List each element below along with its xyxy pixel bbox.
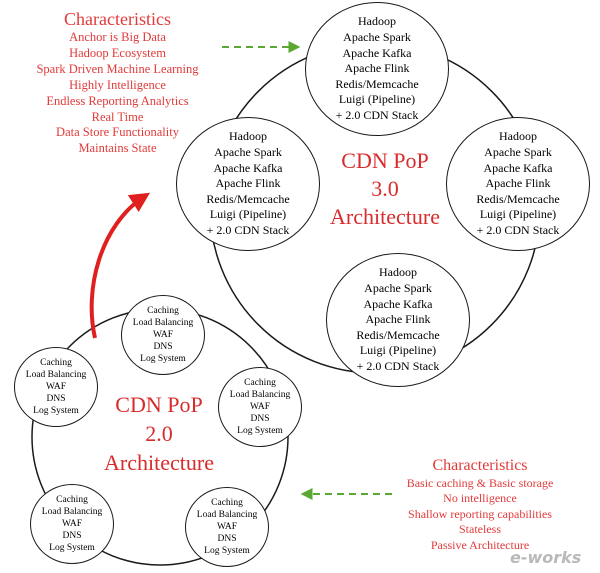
node-3-0-line-6: Luigi (Pipeline) — [479, 207, 557, 222]
node-3-0-line-2: Apache Spark — [484, 145, 552, 160]
node-3-0-line-3: Apache Kafka — [483, 160, 553, 175]
node-3-0-line-4: Apache Flink — [365, 312, 431, 327]
title-3-0-line-3: Architecture — [330, 204, 440, 229]
characteristics-3-0-item-2: Hadoop Ecosystem — [69, 45, 166, 60]
node-3-0-line-7: + 2.0 CDN Stack — [206, 222, 290, 237]
characteristics-3-0-item-6: Real Time — [91, 109, 144, 124]
node-3-0-line-4: Apache Flink — [485, 176, 551, 191]
characteristics-2-0-item-2: No intelligence — [443, 491, 517, 506]
node-2-0-line-4: DNS — [153, 342, 173, 352]
node-2-0-line-5: Log System — [140, 354, 186, 364]
node-2-0-line-4: DNS — [46, 394, 66, 404]
node-2-0-line-5: Log System — [49, 543, 95, 553]
node-3-0-line-3: Apache Kafka — [363, 296, 433, 311]
node-2-0-line-2: Load Balancing — [132, 318, 194, 328]
node-2-0-line-3: WAF — [249, 402, 271, 412]
node-3-0-line-4: Apache Flink — [215, 176, 281, 191]
characteristics-3-0-item-3: Spark Driven Machine Learning — [36, 61, 199, 76]
evolution-arrow — [89, 192, 151, 339]
characteristics-2-0-item-3: Shallow reporting capabilities — [408, 506, 552, 521]
node-2-0-line-5: Log System — [237, 426, 283, 436]
characteristics-3-0-item-8: Maintains State — [78, 141, 157, 156]
node-3-0-line-2: Apache Spark — [343, 30, 411, 45]
title-2-0-line-1: CDN PoP — [115, 392, 203, 417]
node-2-0-line-3: WAF — [61, 519, 83, 529]
characteristics-2-0-item-4: Stateless — [459, 522, 501, 537]
node-2-0-line-2: Load Balancing — [196, 510, 258, 520]
node-3-0-line-1: Hadoop — [358, 14, 396, 29]
characteristics-2-0-title: Characteristics — [432, 457, 528, 474]
node-2-0-line-2: Load Balancing — [25, 370, 87, 380]
characteristics-2-0-item-1: Basic caching & Basic storage — [406, 476, 554, 490]
node-3-0-line-2: Apache Spark — [214, 145, 282, 160]
title-3-0-line-1: CDN PoP — [341, 148, 429, 173]
node-2-0-line-1: Caching — [56, 495, 88, 505]
node-3-0-line-7: + 2.0 CDN Stack — [335, 107, 419, 122]
node-3-0-line-4: Apache Flink — [344, 61, 410, 76]
characteristics-3-0-item-5: Endless Reporting Analytics — [46, 93, 189, 108]
characteristics-3-0-title: Characteristics — [64, 9, 171, 29]
node-3-0-line-6: Luigi (Pipeline) — [209, 207, 287, 222]
node-3-0-line-6: Luigi (Pipeline) — [359, 343, 437, 358]
characteristics-3-0-item-7: Data Store Functionality — [56, 125, 179, 140]
node-2-0-line-3: WAF — [216, 522, 238, 532]
node-3-0-line-2: Apache Spark — [364, 281, 432, 296]
node-3-0-line-5: Redis/Memcache — [476, 191, 560, 206]
characteristics-2-0: Characteristics Basic caching & Basic st… — [380, 456, 580, 553]
node-3-0-line-1: Hadoop — [499, 129, 537, 144]
node-2-0-line-2: Load Balancing — [229, 390, 291, 400]
node-3-0-line-6: Luigi (Pipeline) — [338, 92, 416, 107]
title-2-0: CDN PoP 2.0 Architecture — [92, 390, 226, 477]
node-3-0-line-5: Redis/Memcache — [206, 191, 290, 206]
node-2-0-line-4: DNS — [217, 534, 237, 544]
node-2-0-line-3: WAF — [45, 382, 67, 392]
title-3-0: CDN PoP 3.0 Architecture — [318, 147, 452, 231]
node-3-0-line-1: Hadoop — [229, 129, 267, 144]
node-3-0-line-1: Hadoop — [379, 265, 417, 280]
node-2-0-line-4: DNS — [250, 414, 270, 424]
node-3-0-line-7: + 2.0 CDN Stack — [476, 222, 560, 237]
characteristics-3-0-item-1: Anchor is Big Data — [69, 30, 166, 44]
node-3-0-line-5: Redis/Memcache — [335, 76, 419, 91]
node-2-0-line-1: Caching — [244, 378, 276, 388]
node-2-0-line-5: Log System — [33, 406, 79, 416]
node-3-0-line-3: Apache Kafka — [342, 45, 412, 60]
node-2-0-line-5: Log System — [204, 546, 250, 556]
node-2-0-line-3: WAF — [152, 330, 174, 340]
e-works-logo-text: e-works — [510, 548, 582, 567]
node-3-0-line-7: + 2.0 CDN Stack — [356, 358, 440, 373]
characteristics-2-0-item-5: Passive Architecture — [430, 537, 530, 552]
node-2-0-line-1: Caching — [40, 358, 72, 368]
e-works-logo: e-works — [510, 548, 581, 567]
title-2-0-line-3: Architecture — [104, 450, 214, 475]
node-3-0-line-5: Redis/Memcache — [356, 327, 440, 342]
node-3-0-line-3: Apache Kafka — [213, 160, 283, 175]
node-2-0-line-1: Caching — [147, 306, 179, 316]
node-2-0-line-1: Caching — [211, 498, 243, 508]
title-2-0-line-2: 2.0 — [145, 421, 173, 446]
node-2-0-line-2: Load Balancing — [41, 507, 103, 517]
title-3-0-line-2: 3.0 — [371, 176, 399, 201]
characteristics-3-0-item-4: Highly Intelligence — [69, 77, 166, 92]
node-2-0-line-4: DNS — [62, 531, 82, 541]
